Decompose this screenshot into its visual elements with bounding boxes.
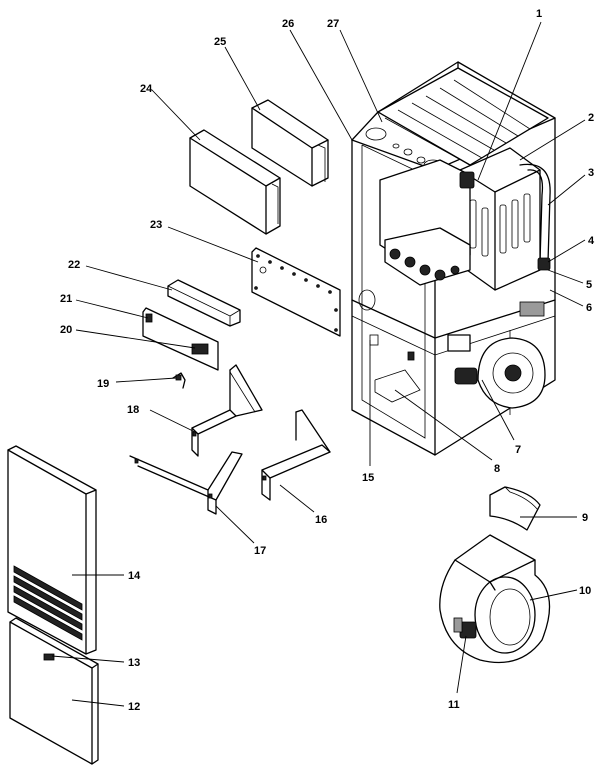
label-19: 19 (97, 378, 109, 390)
label-18: 18 (127, 404, 139, 416)
label-23: 23 (150, 219, 162, 231)
burner-assembly (379, 159, 545, 317)
label-9: 9 (582, 512, 588, 524)
blower-housing-10 (439, 534, 551, 664)
panel-25 (251, 99, 329, 187)
label-24: 24 (140, 83, 153, 95)
blower-in-cabinet (369, 334, 546, 409)
label-4: 4 (588, 235, 595, 247)
rail-17 (129, 451, 243, 515)
label-13: 13 (128, 657, 140, 669)
label-15: 15 (362, 472, 374, 484)
bracket-16 (261, 409, 331, 501)
label-26: 26 (282, 18, 294, 30)
part-labels: 1 2 3 4 5 6 7 8 9 10 11 12 13 14 15 16 1… (60, 8, 595, 713)
label-2: 2 (588, 112, 594, 124)
label-25: 25 (214, 36, 226, 48)
label-21: 21 (60, 293, 72, 305)
control-bracket-20-21 (142, 307, 219, 371)
door-upper-14 (7, 445, 97, 655)
clip-19 (172, 372, 186, 389)
cover-9 (489, 486, 541, 531)
label-14: 14 (128, 570, 141, 582)
top-panel (365, 67, 549, 171)
label-7: 7 (515, 444, 521, 456)
label-1: 1 (536, 8, 542, 20)
label-16: 16 (315, 514, 327, 526)
label-6: 6 (586, 302, 592, 314)
label-11: 11 (448, 699, 460, 711)
label-3: 3 (588, 167, 594, 179)
label-10: 10 (579, 585, 591, 597)
plate-23 (251, 247, 341, 337)
label-12: 12 (128, 701, 140, 713)
panel-24 (189, 129, 281, 235)
label-22: 22 (68, 259, 80, 271)
door-lower-12 (9, 617, 99, 765)
leader-lines (51, 21, 586, 707)
label-20: 20 (60, 324, 72, 336)
bracket-22 (167, 279, 241, 327)
label-8: 8 (494, 463, 500, 475)
label-17: 17 (254, 545, 266, 557)
bracket-18 (191, 364, 263, 457)
heat-exchanger (384, 79, 551, 291)
label-27: 27 (327, 18, 339, 30)
label-5: 5 (586, 279, 592, 291)
